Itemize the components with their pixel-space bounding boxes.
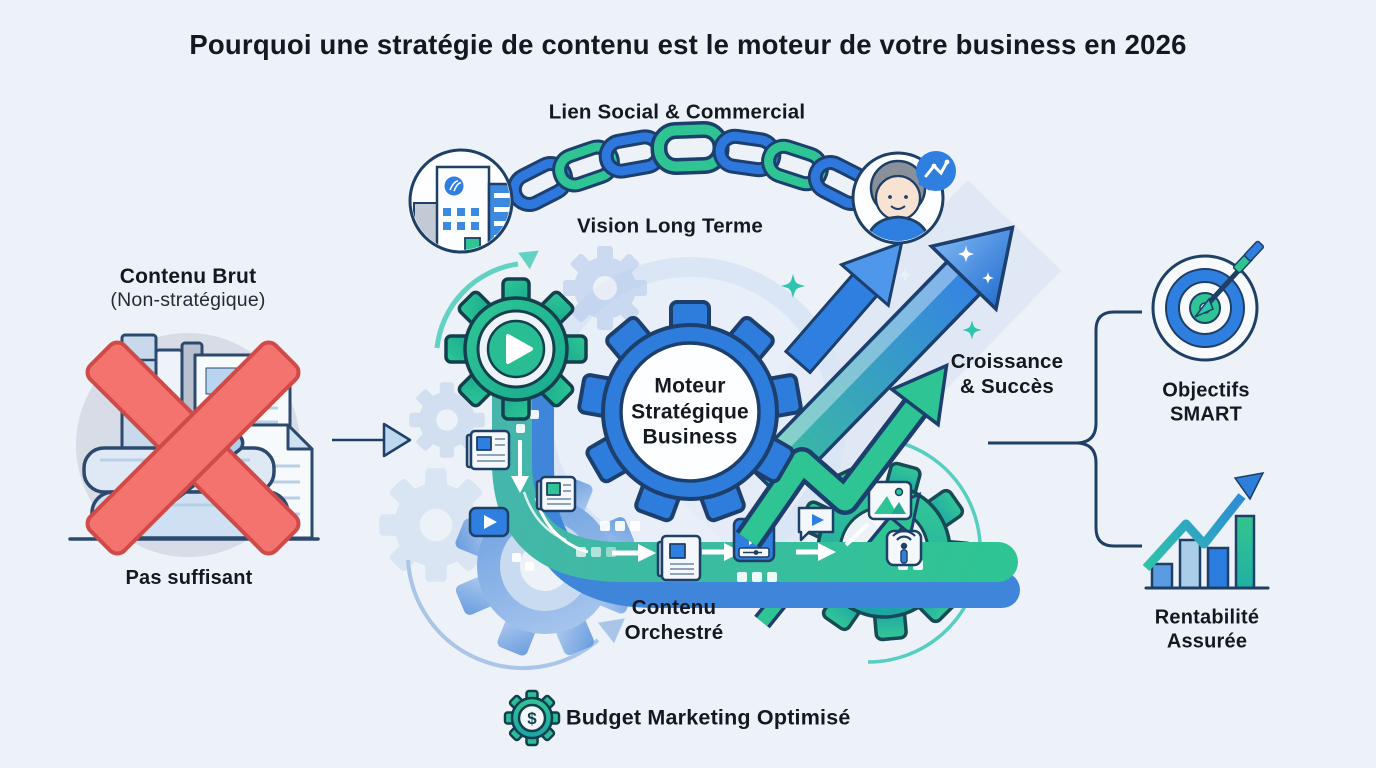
play-gear-icon	[444, 277, 588, 421]
growth-arrow-green-zigzag	[735, 362, 949, 549]
growth-arrow-blue-small	[783, 240, 904, 375]
smart-objectives-label: Objectifs SMART	[1162, 379, 1250, 426]
strategy-engine-gear-icon	[577, 300, 803, 523]
budget-label: Budget Marketing Optimisé	[566, 705, 851, 730]
document-icon	[656, 534, 702, 582]
article-icon	[535, 475, 577, 513]
growth-success-label: Croissance & Succès	[950, 350, 1064, 398]
arc-arrowhead-icon	[597, 618, 625, 644]
person-icon	[851, 151, 956, 245]
growth-arrow-blue-big	[746, 225, 1015, 501]
target-icon	[1151, 240, 1265, 362]
play-icon	[506, 334, 533, 364]
profitability-label: Rentabilité Assurée	[1154, 606, 1260, 653]
building-icon	[408, 148, 514, 254]
orchestrated-content-label: Contenu Orchestré	[624, 596, 724, 644]
not-enough-label: Pas suffisant	[125, 566, 253, 589]
chain-icon	[506, 121, 875, 212]
video-icon	[468, 506, 510, 538]
growth-arrows	[735, 225, 1015, 549]
chat-bubble-chart-icon	[916, 151, 956, 191]
dollar-symbol: $	[527, 709, 537, 728]
message-play-icon	[797, 506, 835, 542]
raw-content-heading: Contenu Brut	[119, 265, 257, 289]
link-title-label: Lien Social & Commercial	[548, 100, 806, 124]
newspaper-icon	[465, 429, 511, 471]
gear-dollar-icon: $	[503, 689, 561, 747]
podcast-icon	[885, 529, 923, 567]
dart-icon	[1194, 240, 1265, 318]
page-title: Pourquoi une stratégie de contenu est le…	[189, 29, 1187, 61]
engine-gear-label: Moteur Stratégique Business	[631, 374, 749, 449]
vision-label: Vision Long Terme	[576, 214, 764, 238]
content-icons	[465, 429, 923, 582]
image-icon	[867, 480, 913, 521]
arc-arrowhead-icon	[518, 250, 539, 270]
raw-content-subheading: (Non-stratégique)	[110, 289, 266, 312]
band-arrows	[511, 440, 884, 562]
red-cross-icon	[85, 340, 301, 556]
raw-content-illustration	[68, 333, 320, 557]
social-commercial-link	[408, 121, 956, 254]
growth-chart-icon	[1142, 471, 1270, 590]
bracket-connector	[988, 310, 1142, 548]
arrow-right-icon	[332, 422, 412, 458]
